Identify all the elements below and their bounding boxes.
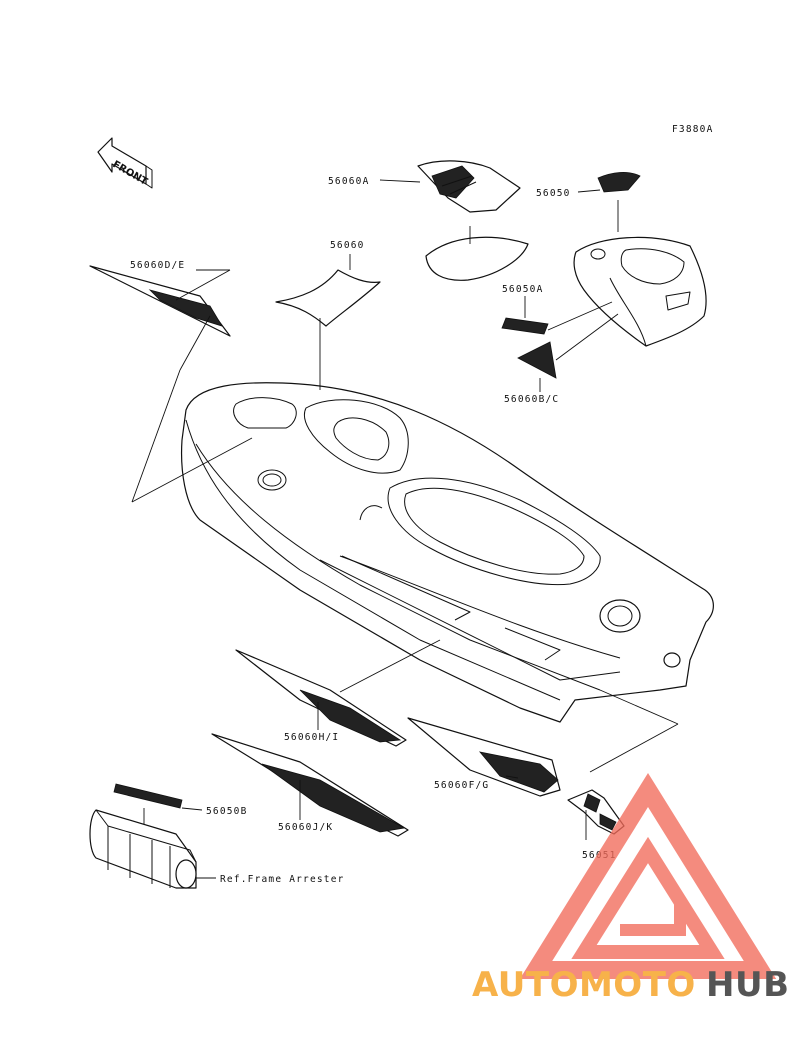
decal-56060jk: 56060J/K xyxy=(211,733,409,837)
diagram-code: F3880A xyxy=(672,124,714,135)
label-56060fg: 56060F/G xyxy=(434,780,489,791)
decal-56060bc: 56060B/C xyxy=(504,313,619,405)
label-56060a: 56060A xyxy=(328,176,370,187)
decal-56060a: 56060A xyxy=(328,160,529,281)
label-56060bc: 56060B/C xyxy=(504,394,559,405)
decal-56060fg: 56060F/G xyxy=(407,689,679,797)
label-56060: 56060 xyxy=(330,240,365,251)
watermark-text: AUTOMOTO HUB xyxy=(472,965,789,1005)
flame-arrester: Ref.Frame Arrester xyxy=(89,809,345,889)
front-arrow-icon: FRONT xyxy=(97,137,153,189)
watermark-text-part2: HUB xyxy=(706,965,789,1005)
label-56050b: 56050B xyxy=(206,806,248,817)
label-56060hi: 56060H/I xyxy=(284,732,339,743)
label-56050: 56050 xyxy=(536,188,571,199)
jet-ski-hull xyxy=(181,382,714,723)
decal-56050a: 56050A xyxy=(501,284,613,335)
label-56060jk: 56060J/K xyxy=(278,822,333,833)
label-56050a: 56050A xyxy=(502,284,544,295)
decal-56060de: 56060D/E xyxy=(89,260,253,503)
decal-56050: 56050 xyxy=(536,172,707,347)
decal-56060hi: 56060H/I xyxy=(235,639,441,747)
watermark-logo-icon xyxy=(519,772,777,979)
label-56060de: 56060D/E xyxy=(130,260,185,271)
label-ref-frame-arrester: Ref.Frame Arrester xyxy=(220,874,345,885)
watermark-text-part1: AUTOMOTO xyxy=(472,965,696,1005)
decal-56060: 56060 xyxy=(275,240,381,390)
decal-56050b: 56050B xyxy=(113,783,248,830)
